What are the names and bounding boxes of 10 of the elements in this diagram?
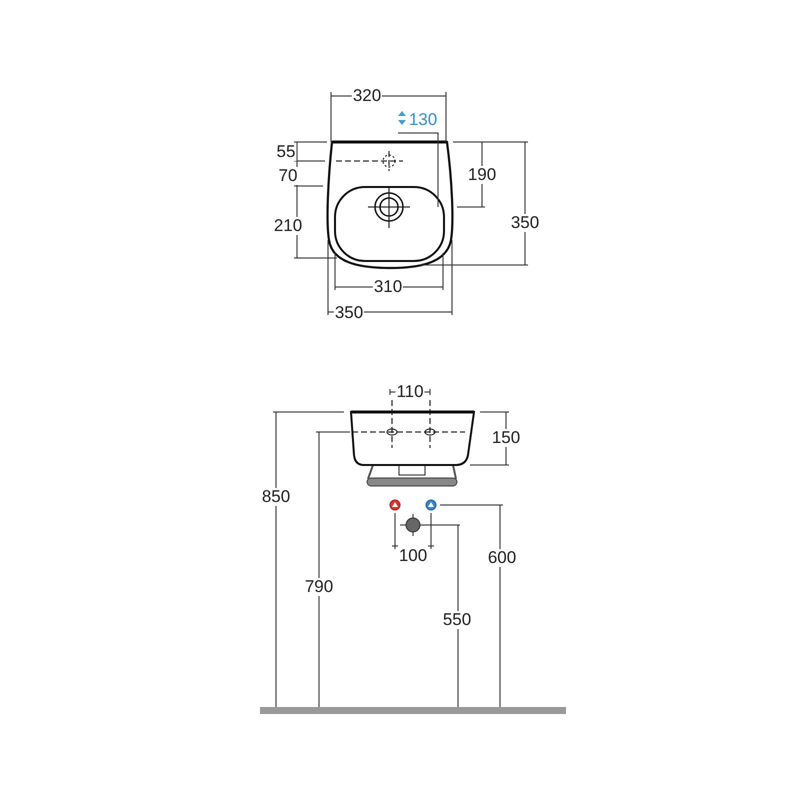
dimension-value: 150	[490, 429, 522, 447]
dimension-value: 190	[466, 166, 498, 184]
dimension-value: 55	[276, 143, 296, 161]
dimension-value: 600	[486, 549, 518, 567]
dimension-value: 550	[442, 611, 472, 629]
dimension-value: 790	[304, 578, 334, 596]
dimension-value: 210	[272, 217, 304, 235]
dimension-value: 70	[278, 167, 298, 185]
dimension-value: 350	[510, 214, 540, 232]
dimension-value: 850	[260, 488, 292, 506]
